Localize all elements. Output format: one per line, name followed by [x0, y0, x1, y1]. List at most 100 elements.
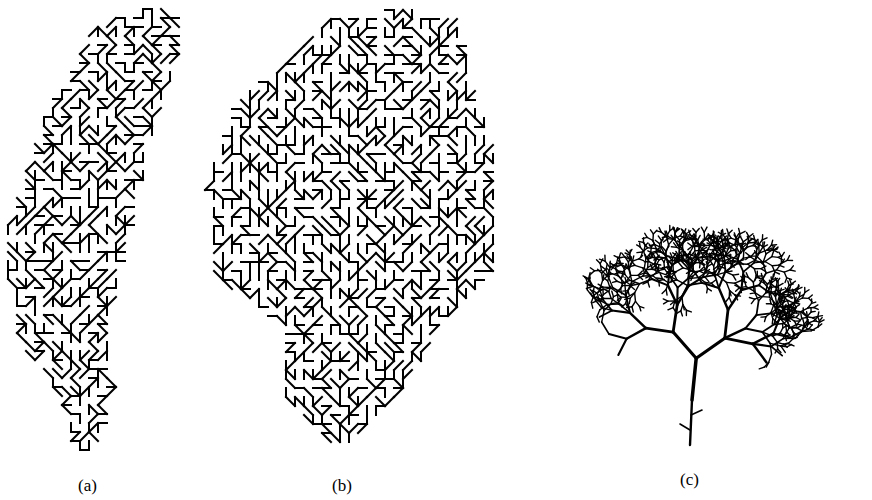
tree-segment: [447, 235, 449, 244]
tree-segment: [376, 387, 385, 389]
tree-segment: [340, 72, 349, 74]
tree-branch: [691, 410, 702, 415]
tree-branch: [597, 260, 601, 264]
tree-segment: [295, 46, 304, 55]
tree-segment: [313, 343, 322, 352]
tree-segment: [133, 90, 135, 99]
tree-segment: [276, 298, 278, 307]
tree-segment: [412, 91, 421, 100]
tree-segment: [115, 198, 117, 207]
tree-segment: [430, 297, 439, 299]
tree-segment: [61, 342, 63, 351]
tree-segment: [429, 109, 431, 118]
tree-segment: [448, 190, 457, 199]
tree-segment: [295, 198, 304, 200]
tree-segment: [466, 199, 475, 208]
tree-segment: [322, 100, 331, 109]
tree-segment: [475, 145, 484, 154]
tree-segment: [106, 117, 108, 126]
tree-segment: [26, 207, 35, 216]
tree-segment: [26, 197, 35, 199]
tree-segment: [313, 54, 322, 56]
tree-segment: [134, 62, 143, 64]
tree-segment: [376, 244, 385, 253]
tree-segment: [411, 181, 413, 190]
tree-segment: [385, 136, 394, 145]
tree-segment: [331, 414, 340, 416]
tree-segment: [53, 98, 62, 100]
tree-segment: [430, 226, 439, 235]
tree-segment: [241, 190, 250, 199]
tree-segment: [357, 145, 359, 154]
tree-segment: [348, 82, 350, 91]
tree-segment: [304, 118, 313, 127]
tree-segment: [16, 297, 18, 306]
tree-segment: [213, 226, 215, 235]
tree-segment: [403, 19, 412, 28]
tree-segment: [80, 387, 89, 396]
tree-segment: [71, 315, 80, 324]
tree-segment: [492, 154, 494, 163]
tree-segment: [268, 127, 277, 136]
tree-segment: [98, 351, 107, 360]
tree-segment: [340, 64, 349, 73]
tree-segment: [412, 154, 421, 163]
tree-segment: [322, 424, 331, 433]
tree-segment: [277, 298, 286, 307]
tree-segment: [125, 216, 134, 225]
tree-segment: [439, 55, 448, 64]
tree-segment: [97, 108, 99, 117]
tree-segment: [384, 388, 386, 397]
tree-segment: [80, 296, 89, 298]
tree-segment: [331, 136, 340, 145]
tree-segment: [340, 118, 349, 127]
tree-segment: [322, 217, 331, 226]
tree-segment: [107, 170, 116, 172]
tree-segment: [430, 280, 439, 289]
tree-segment: [492, 235, 494, 244]
tree-segment: [466, 109, 475, 118]
tree-segment: [240, 271, 242, 280]
tree-segment: [313, 316, 322, 325]
tree-segment: [340, 198, 349, 200]
tree-segment: [71, 72, 80, 81]
tree-segment: [294, 73, 296, 82]
tree-segment: [294, 136, 296, 145]
tree-branch: [680, 236, 684, 240]
tree-branch: [598, 284, 603, 287]
tree-segment: [241, 127, 250, 136]
tree-segment: [385, 63, 394, 65]
tree-segment: [214, 271, 223, 280]
tree-segment: [98, 72, 107, 81]
tree-branch: [630, 259, 635, 265]
tree-segment: [35, 332, 44, 334]
tree-segment: [295, 208, 304, 217]
tree-segment: [340, 181, 349, 190]
tree-segment: [466, 262, 475, 271]
tree-segment: [421, 82, 430, 91]
tree-branch: [629, 268, 631, 275]
tree-segment: [348, 118, 350, 127]
tree-branch: [621, 296, 627, 297]
tree-segment: [313, 172, 322, 181]
tree-segment: [133, 27, 135, 36]
tree-segment: [241, 109, 250, 118]
tree-segment: [412, 280, 421, 289]
tree-segment: [448, 19, 457, 28]
tree-segment: [429, 316, 431, 325]
tree-segment: [205, 181, 214, 190]
tree-branch: [628, 291, 629, 296]
tree-segment: [44, 243, 53, 252]
tree-branch: [588, 285, 593, 286]
tree-segment: [430, 162, 439, 164]
tree-segment: [53, 252, 62, 261]
tree-segment: [385, 9, 394, 11]
tree-segment: [384, 361, 386, 370]
tree-segment: [241, 136, 250, 145]
tree-segment: [17, 324, 26, 333]
tree-segment: [340, 352, 349, 361]
tree-segment: [125, 180, 134, 189]
tree-segment: [312, 307, 314, 316]
tree-segment: [43, 117, 45, 126]
tree-segment: [457, 181, 466, 190]
